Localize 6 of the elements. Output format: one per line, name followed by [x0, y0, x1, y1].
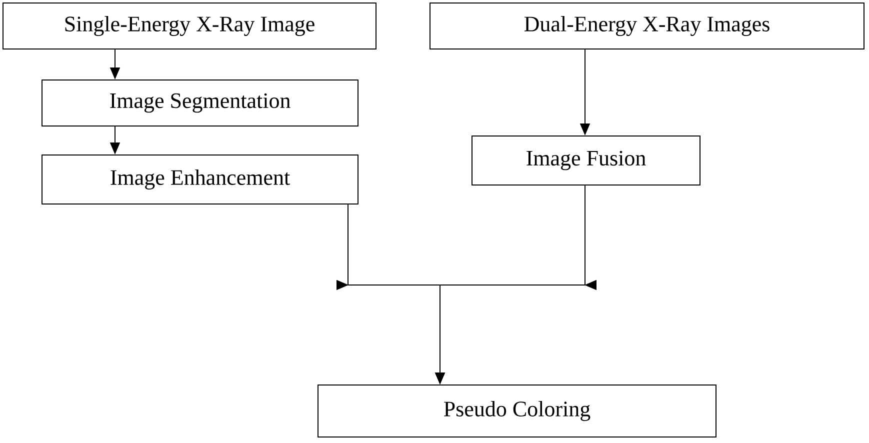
process-box: Single-Energy X-Ray Image [2, 2, 376, 50]
process-box: Image Enhancement [42, 154, 358, 204]
process-box: Pseudo Coloring [318, 384, 716, 438]
process-box: Dual-Energy X-Ray Images [430, 2, 864, 50]
process-box: Image Segmentation [42, 80, 358, 126]
process-box: Image Fusion [472, 136, 700, 186]
